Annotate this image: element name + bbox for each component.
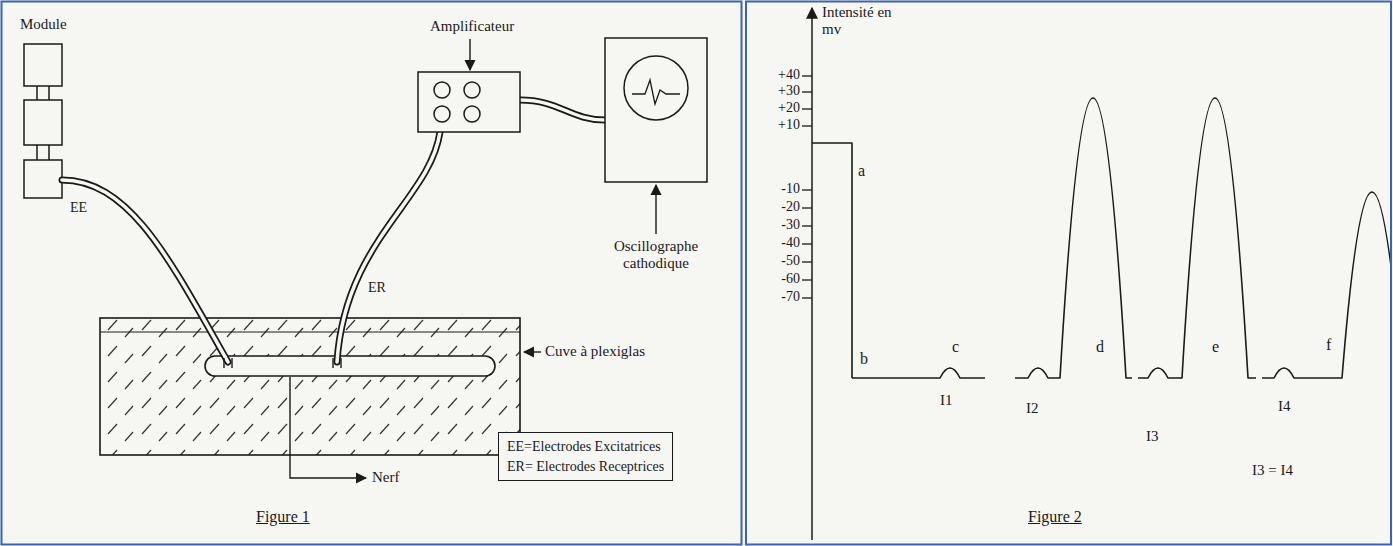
- plexiglas-tank: [100, 318, 520, 455]
- tick-label: +10: [778, 117, 800, 132]
- electrode-name: EE: [70, 200, 87, 215]
- axis-title: Intensité en mv: [822, 4, 892, 37]
- leader-arrow: [290, 377, 366, 478]
- part-name: Amplificateur: [430, 18, 514, 35]
- part-name: Cuve à plexiglas: [545, 343, 645, 360]
- stimulator-module: [24, 44, 62, 198]
- curve-letter: b: [860, 350, 868, 368]
- tick-label: -10: [768, 181, 800, 197]
- nerve: [205, 356, 495, 376]
- part-name: Cuve à plexiglas: [545, 343, 645, 359]
- amplifier: [418, 72, 520, 132]
- stimulus-label: I4: [1278, 398, 1291, 414]
- tick-label: +30: [768, 83, 800, 99]
- tick-label: +20: [778, 100, 800, 115]
- stimulus-label: I3: [1146, 428, 1159, 445]
- tick-label: -40: [781, 235, 800, 250]
- part-name: Nerf: [372, 469, 399, 485]
- stimulus-label: I1: [940, 392, 953, 408]
- stimulus-note: I3 = I4: [1252, 462, 1293, 479]
- tick-label: -70: [768, 289, 800, 305]
- cables: [62, 100, 605, 362]
- tick-label: +10: [768, 117, 800, 133]
- membrane-potential-trace: [812, 98, 1390, 378]
- curve-letter: d: [1096, 338, 1104, 356]
- tick-label: -60: [768, 271, 800, 287]
- curve-letter: a: [858, 162, 865, 180]
- panel-frame: [746, 2, 1391, 545]
- leader-arrow: [655, 185, 656, 234]
- part-name: Module: [20, 16, 67, 32]
- tick-label: -50: [781, 253, 800, 268]
- key-text: EE=Electrodes Excitatrices: [507, 437, 664, 457]
- tick-label: +30: [778, 83, 800, 98]
- tick-label: -30: [781, 217, 800, 232]
- electrodes: [224, 358, 341, 368]
- electrode-name: ER: [368, 280, 386, 295]
- key-text: ER= Electrodes Receptrices: [507, 457, 664, 477]
- curve-letter: c: [952, 338, 959, 355]
- tick-label: -60: [781, 271, 800, 286]
- tick-label: +40: [768, 67, 800, 83]
- curve-letter: d: [1096, 338, 1104, 355]
- curve-letter: f: [1326, 336, 1331, 353]
- figure-caption: Figure 2: [1028, 508, 1082, 525]
- stimulus-label: I4: [1278, 398, 1291, 415]
- electrode-name: ER: [368, 280, 386, 296]
- curve-letter: b: [860, 350, 868, 367]
- oscilloscope: [605, 38, 707, 182]
- stimulus-label: I3: [1146, 428, 1159, 444]
- tick-label: +20: [768, 100, 800, 116]
- stimulus-note: I3 = I4: [1252, 462, 1293, 478]
- figure-caption: Figure 1: [256, 508, 310, 526]
- stimulus-label: I2: [1026, 400, 1039, 416]
- part-name: Oscillographe cathodique: [590, 238, 722, 273]
- stimulus-label: I1: [940, 392, 953, 409]
- figure-caption: Figure 1: [256, 508, 310, 525]
- axis-ticks: [802, 76, 812, 298]
- part-name: Nerf: [372, 469, 399, 486]
- part-name: Amplificateur: [430, 18, 514, 34]
- leader-arrow: [524, 351, 541, 352]
- tick-label: -10: [781, 181, 800, 196]
- curve-letter: a: [858, 162, 865, 179]
- part-name: Oscillographe cathodique: [614, 238, 698, 271]
- figure-caption: Figure 2: [1028, 508, 1082, 526]
- stimulus-label: I2: [1026, 400, 1039, 417]
- panel-frame: [2, 2, 742, 545]
- key-box: EE=Electrodes ExcitatricesER= Electrodes…: [498, 432, 673, 481]
- tick-label: -50: [768, 253, 800, 269]
- curve-letter: c: [952, 338, 959, 356]
- tick-label: +40: [778, 67, 800, 82]
- tick-label: -70: [781, 289, 800, 304]
- tick-label: -40: [768, 235, 800, 251]
- curve-letter: e: [1212, 338, 1219, 355]
- electrode-name: EE: [70, 200, 87, 216]
- axis-title: Intensité en mv: [822, 4, 900, 39]
- leader-arrow: [469, 39, 470, 70]
- tick-label: -30: [768, 217, 800, 233]
- tick-label: -20: [781, 199, 800, 214]
- part-name: Module: [20, 16, 67, 33]
- curve-letter: f: [1326, 336, 1331, 354]
- y-axis: [811, 8, 813, 540]
- tick-label: -20: [768, 199, 800, 215]
- curve-letter: e: [1212, 338, 1219, 356]
